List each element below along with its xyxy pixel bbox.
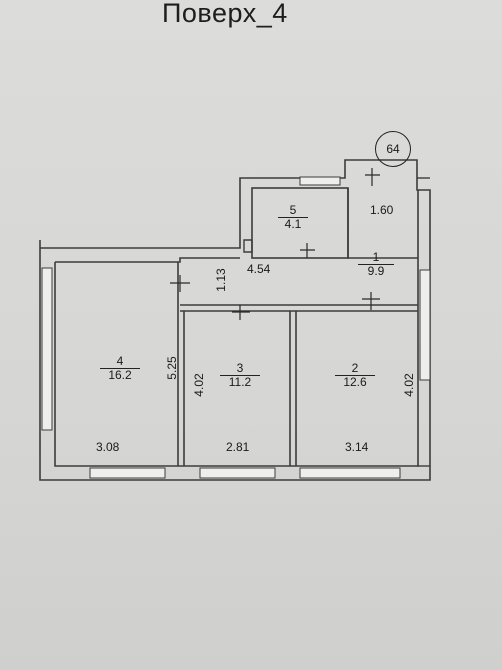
room-5-area: 4.1: [278, 217, 308, 231]
window-top: [299, 176, 341, 186]
apartment-number-badge: 64: [375, 131, 411, 167]
room-4-area: 16.2: [100, 368, 140, 382]
room-3-label: 3 11.2: [220, 362, 260, 389]
dim-room3-width: 2.81: [226, 440, 250, 454]
room-2-area: 12.6: [335, 375, 375, 389]
window-bottom-2: [199, 467, 276, 479]
room-1-number: 1: [372, 250, 380, 264]
room-5-number: 5: [289, 203, 297, 217]
room-2-number: 2: [351, 361, 359, 375]
room-3-number: 3: [236, 361, 244, 375]
dim-room2-width: 3.14: [345, 440, 369, 454]
room-1-area: 9.9: [358, 264, 394, 278]
window-bottom-3: [299, 467, 401, 479]
room-5-label: 5 4.1: [278, 204, 308, 231]
room-4-number: 4: [116, 354, 124, 368]
window-left: [41, 267, 53, 431]
room-3-area: 11.2: [220, 375, 260, 389]
room-1-label: 1 9.9: [358, 251, 394, 278]
dim-room5-hall-width: 1.60: [370, 203, 394, 217]
inner-wall: [54, 190, 419, 467]
dim-hall-length: 4.54: [247, 262, 271, 276]
dim-hall-depth: 1.13: [214, 268, 228, 292]
window-bottom-1: [89, 467, 166, 479]
dim-room4-width: 3.08: [96, 440, 120, 454]
floor-title: Поверх_4: [162, 0, 288, 28]
outer-wall: [39, 159, 431, 481]
room-2-label: 2 12.6: [335, 362, 375, 389]
room-4-label: 4 16.2: [100, 355, 140, 382]
dim-room3-depth: 4.02: [192, 373, 206, 397]
window-right: [419, 269, 431, 381]
dim-room2-depth: 4.02: [402, 373, 416, 397]
dim-room4-depth: 5.25: [165, 356, 179, 380]
